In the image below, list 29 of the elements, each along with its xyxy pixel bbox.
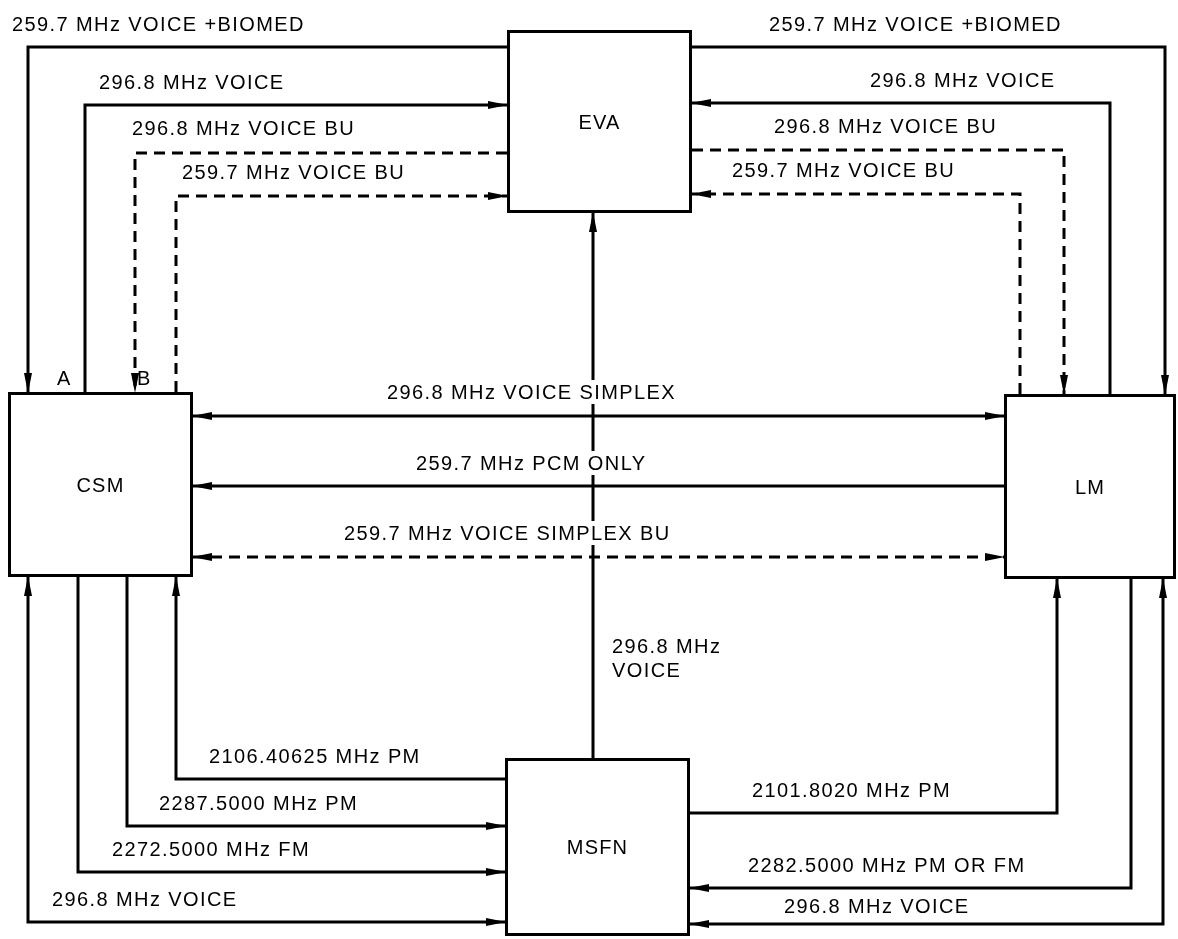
port-label: A <box>57 366 71 390</box>
signal-arrow <box>125 577 506 830</box>
signal-arrow <box>589 212 597 758</box>
unit-box <box>8 392 193 577</box>
signal-arrow <box>83 101 508 392</box>
signal-arrow <box>172 576 505 781</box>
signal-arrow <box>131 151 507 393</box>
signal-arrow <box>174 192 508 392</box>
signal-arrow <box>689 578 1167 928</box>
signal-arrow <box>692 45 1169 395</box>
node-label: EVA <box>578 109 621 135</box>
port-label: B <box>137 366 151 390</box>
unit-box <box>1004 394 1176 579</box>
signal-arrow <box>192 482 1004 490</box>
signal-arrow <box>692 148 1068 395</box>
signal-arrow <box>192 553 1005 561</box>
signal-arrow <box>76 577 506 876</box>
signal-arrow <box>691 190 1022 394</box>
signal-arrow <box>24 45 507 393</box>
signal-arrow <box>691 99 1112 394</box>
signal-arrow <box>24 576 506 926</box>
signal-arrow <box>689 579 1133 892</box>
signal-arrow <box>192 412 1005 420</box>
signal-arrow <box>690 578 1061 815</box>
unit-box <box>505 758 690 936</box>
node-label: MSFN <box>566 835 629 860</box>
node-label: CSM <box>76 472 125 498</box>
unit-box <box>507 30 692 213</box>
node-label: LM <box>1074 474 1106 500</box>
